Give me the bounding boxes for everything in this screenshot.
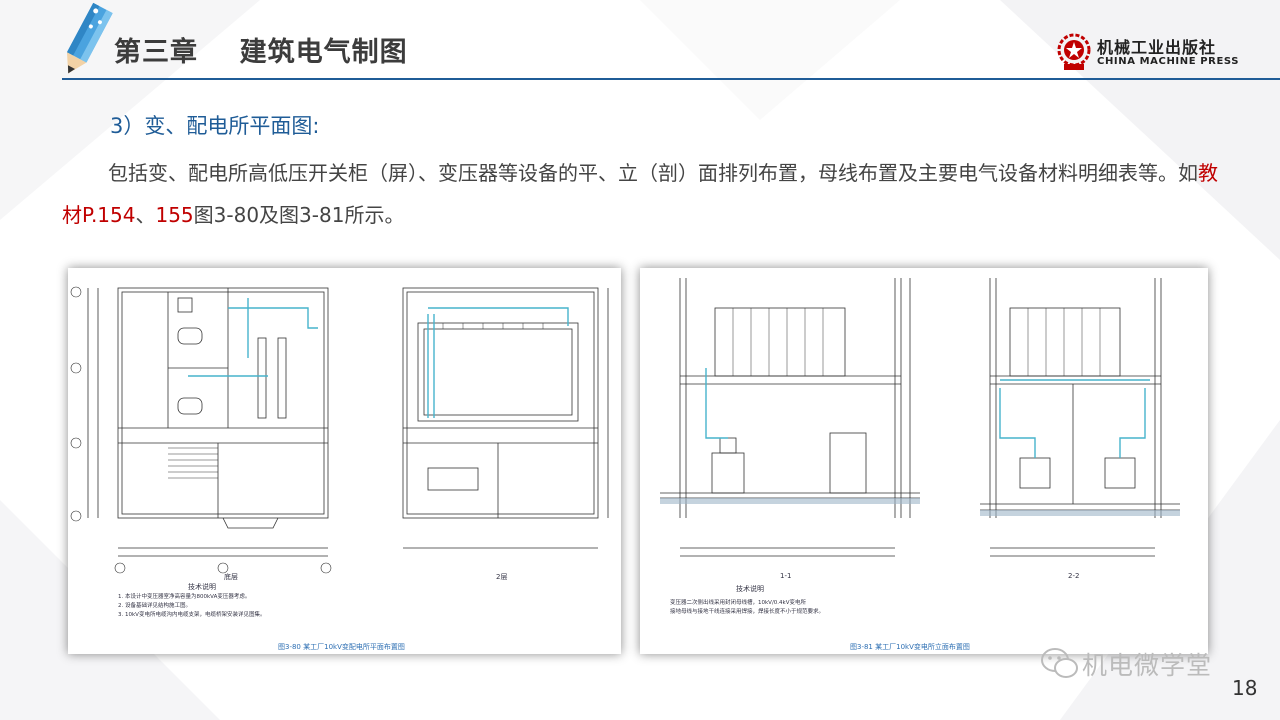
plan-notes-title: 技术说明 — [188, 583, 216, 591]
section-left-label: 1-1 — [780, 572, 792, 580]
pencil-icon — [66, 2, 113, 74]
wechat-icon — [1041, 648, 1078, 678]
plan-caption: 图3-80 某工厂10kV变配电所平面布置图 — [278, 643, 405, 651]
publisher-logo-icon — [1057, 33, 1091, 70]
page-number: 18 — [1232, 676, 1258, 700]
section-note-line: 接地母线与接地干线连接采用焊接，焊接长度不小于规范要求。 — [670, 609, 825, 615]
plan-note-line: 1. 本设计中变压器室净高容量为800kVA变压器考虑。 — [118, 594, 251, 600]
body-paragraph: 包括变、配电所高低压开关柜（屏）、变压器等设备的平、立（剖）面排列布置，母线布置… — [62, 152, 1222, 236]
section-right-label: 2-2 — [1068, 572, 1080, 580]
para-text-1: 包括变、配电所高低压开关柜（屏）、变压器等设备的平、立（剖）面排列布置，母线布置… — [108, 161, 1198, 185]
para-highlight-1: 教材P.154 — [62, 161, 1218, 227]
section-notes-title: 技术说明 — [736, 585, 764, 593]
publisher-name-en: CHINA MACHINE PRESS — [1097, 56, 1240, 67]
para-separator: 、 — [135, 203, 156, 227]
plan-right-label: 2层 — [496, 573, 508, 581]
plan-note-line: 3. 10kV变电所电缆沟内电缆支架，电缆桥架安装详见图集。 — [118, 612, 266, 618]
header-divider — [62, 78, 1280, 80]
section-caption: 图3-81 某工厂10kV变电所立面布置图 — [850, 643, 970, 651]
floor-plan-figure: 底层 2层 技术说明 1. 本设计中变压器室净高容量为800kVA变压器考虑。 … — [68, 268, 621, 654]
para-highlight-2: 155 — [155, 203, 194, 227]
plan-note-line: 2. 设备基础详见结构施工图。 — [118, 603, 191, 609]
chapter-title: 第三章 建筑电气制图 — [114, 37, 408, 68]
section-drawing — [660, 278, 1180, 557]
watermark-text: 机电微学堂 — [1082, 651, 1213, 680]
para-text-2: 图3-80及图3-81所示。 — [193, 203, 405, 227]
section-subheading: 3）变、配电所平面图: — [110, 114, 320, 138]
plan-left-label: 底层 — [224, 573, 238, 581]
floor-plan-drawing — [70, 286, 609, 574]
publisher-name-cn: 机械工业出版社 — [1097, 38, 1217, 57]
section-figure: 1-1 2-2 技术说明 变压器二次侧出线采用封闭母线槽，10kV/0.4kV变… — [640, 268, 1208, 654]
section-note-line: 变压器二次侧出线采用封闭母线槽，10kV/0.4kV变电所 — [670, 600, 806, 606]
